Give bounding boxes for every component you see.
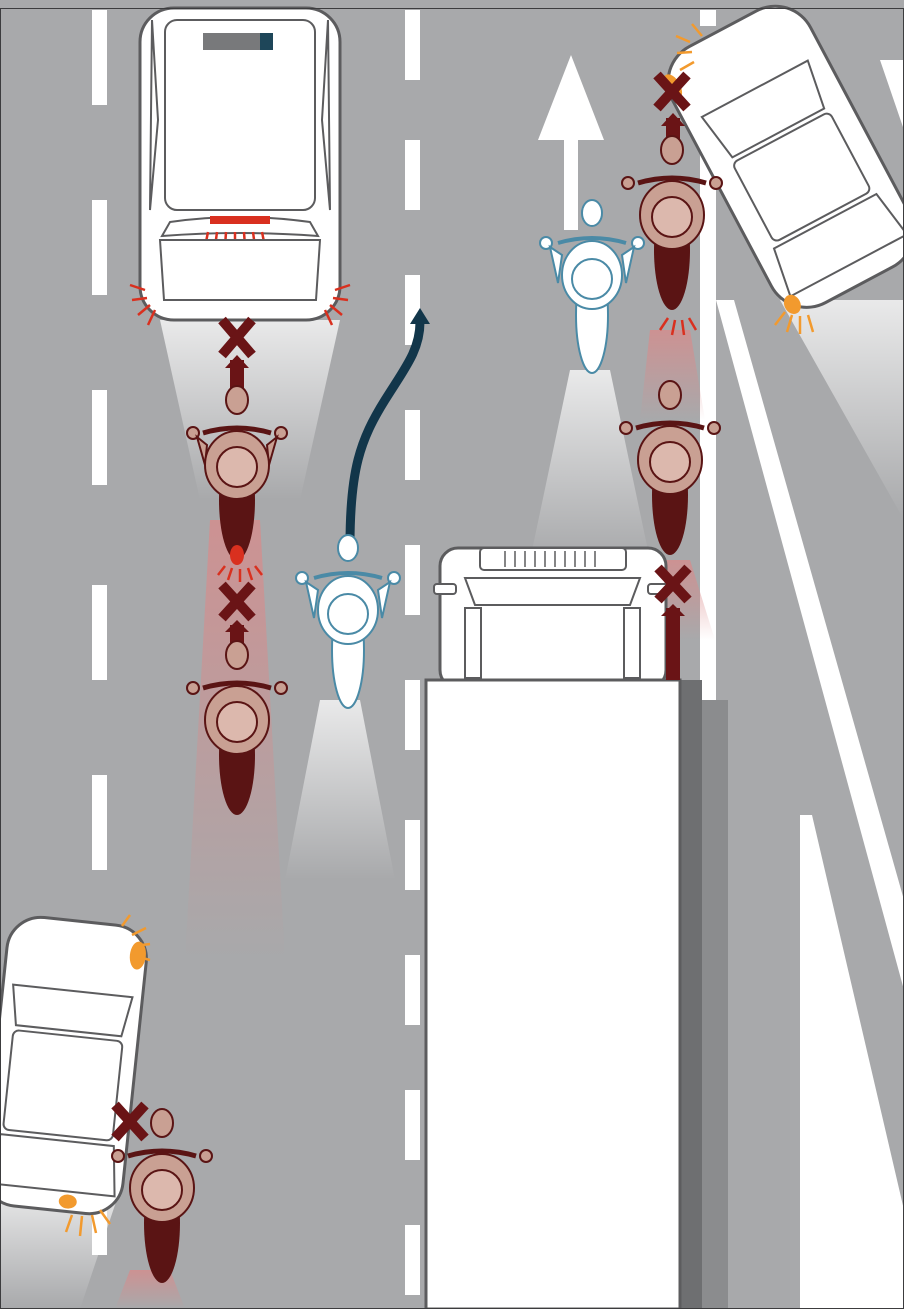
car-braking-top-left	[130, 8, 350, 325]
